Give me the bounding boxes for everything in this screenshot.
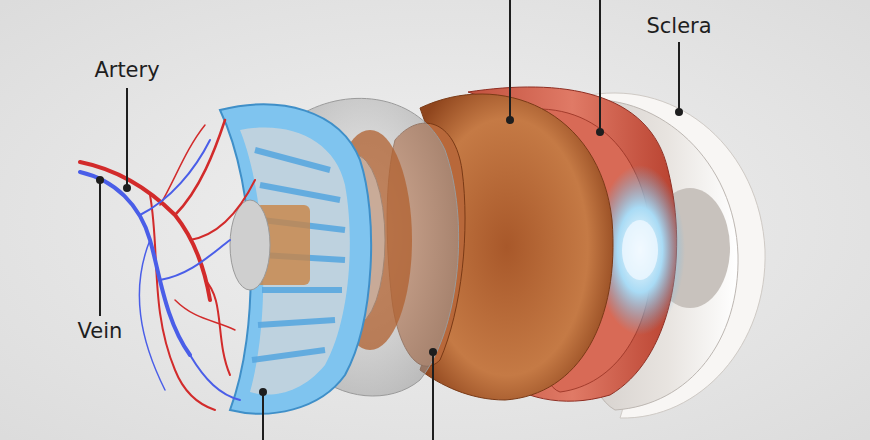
part-label: Sclera (646, 16, 711, 37)
leader-lines (100, 0, 679, 440)
part-label: Artery (94, 60, 159, 81)
blue-layer (220, 104, 371, 413)
blood-vessels (80, 120, 255, 410)
part-label: Vein (78, 321, 123, 342)
leader-dots (96, 108, 683, 396)
